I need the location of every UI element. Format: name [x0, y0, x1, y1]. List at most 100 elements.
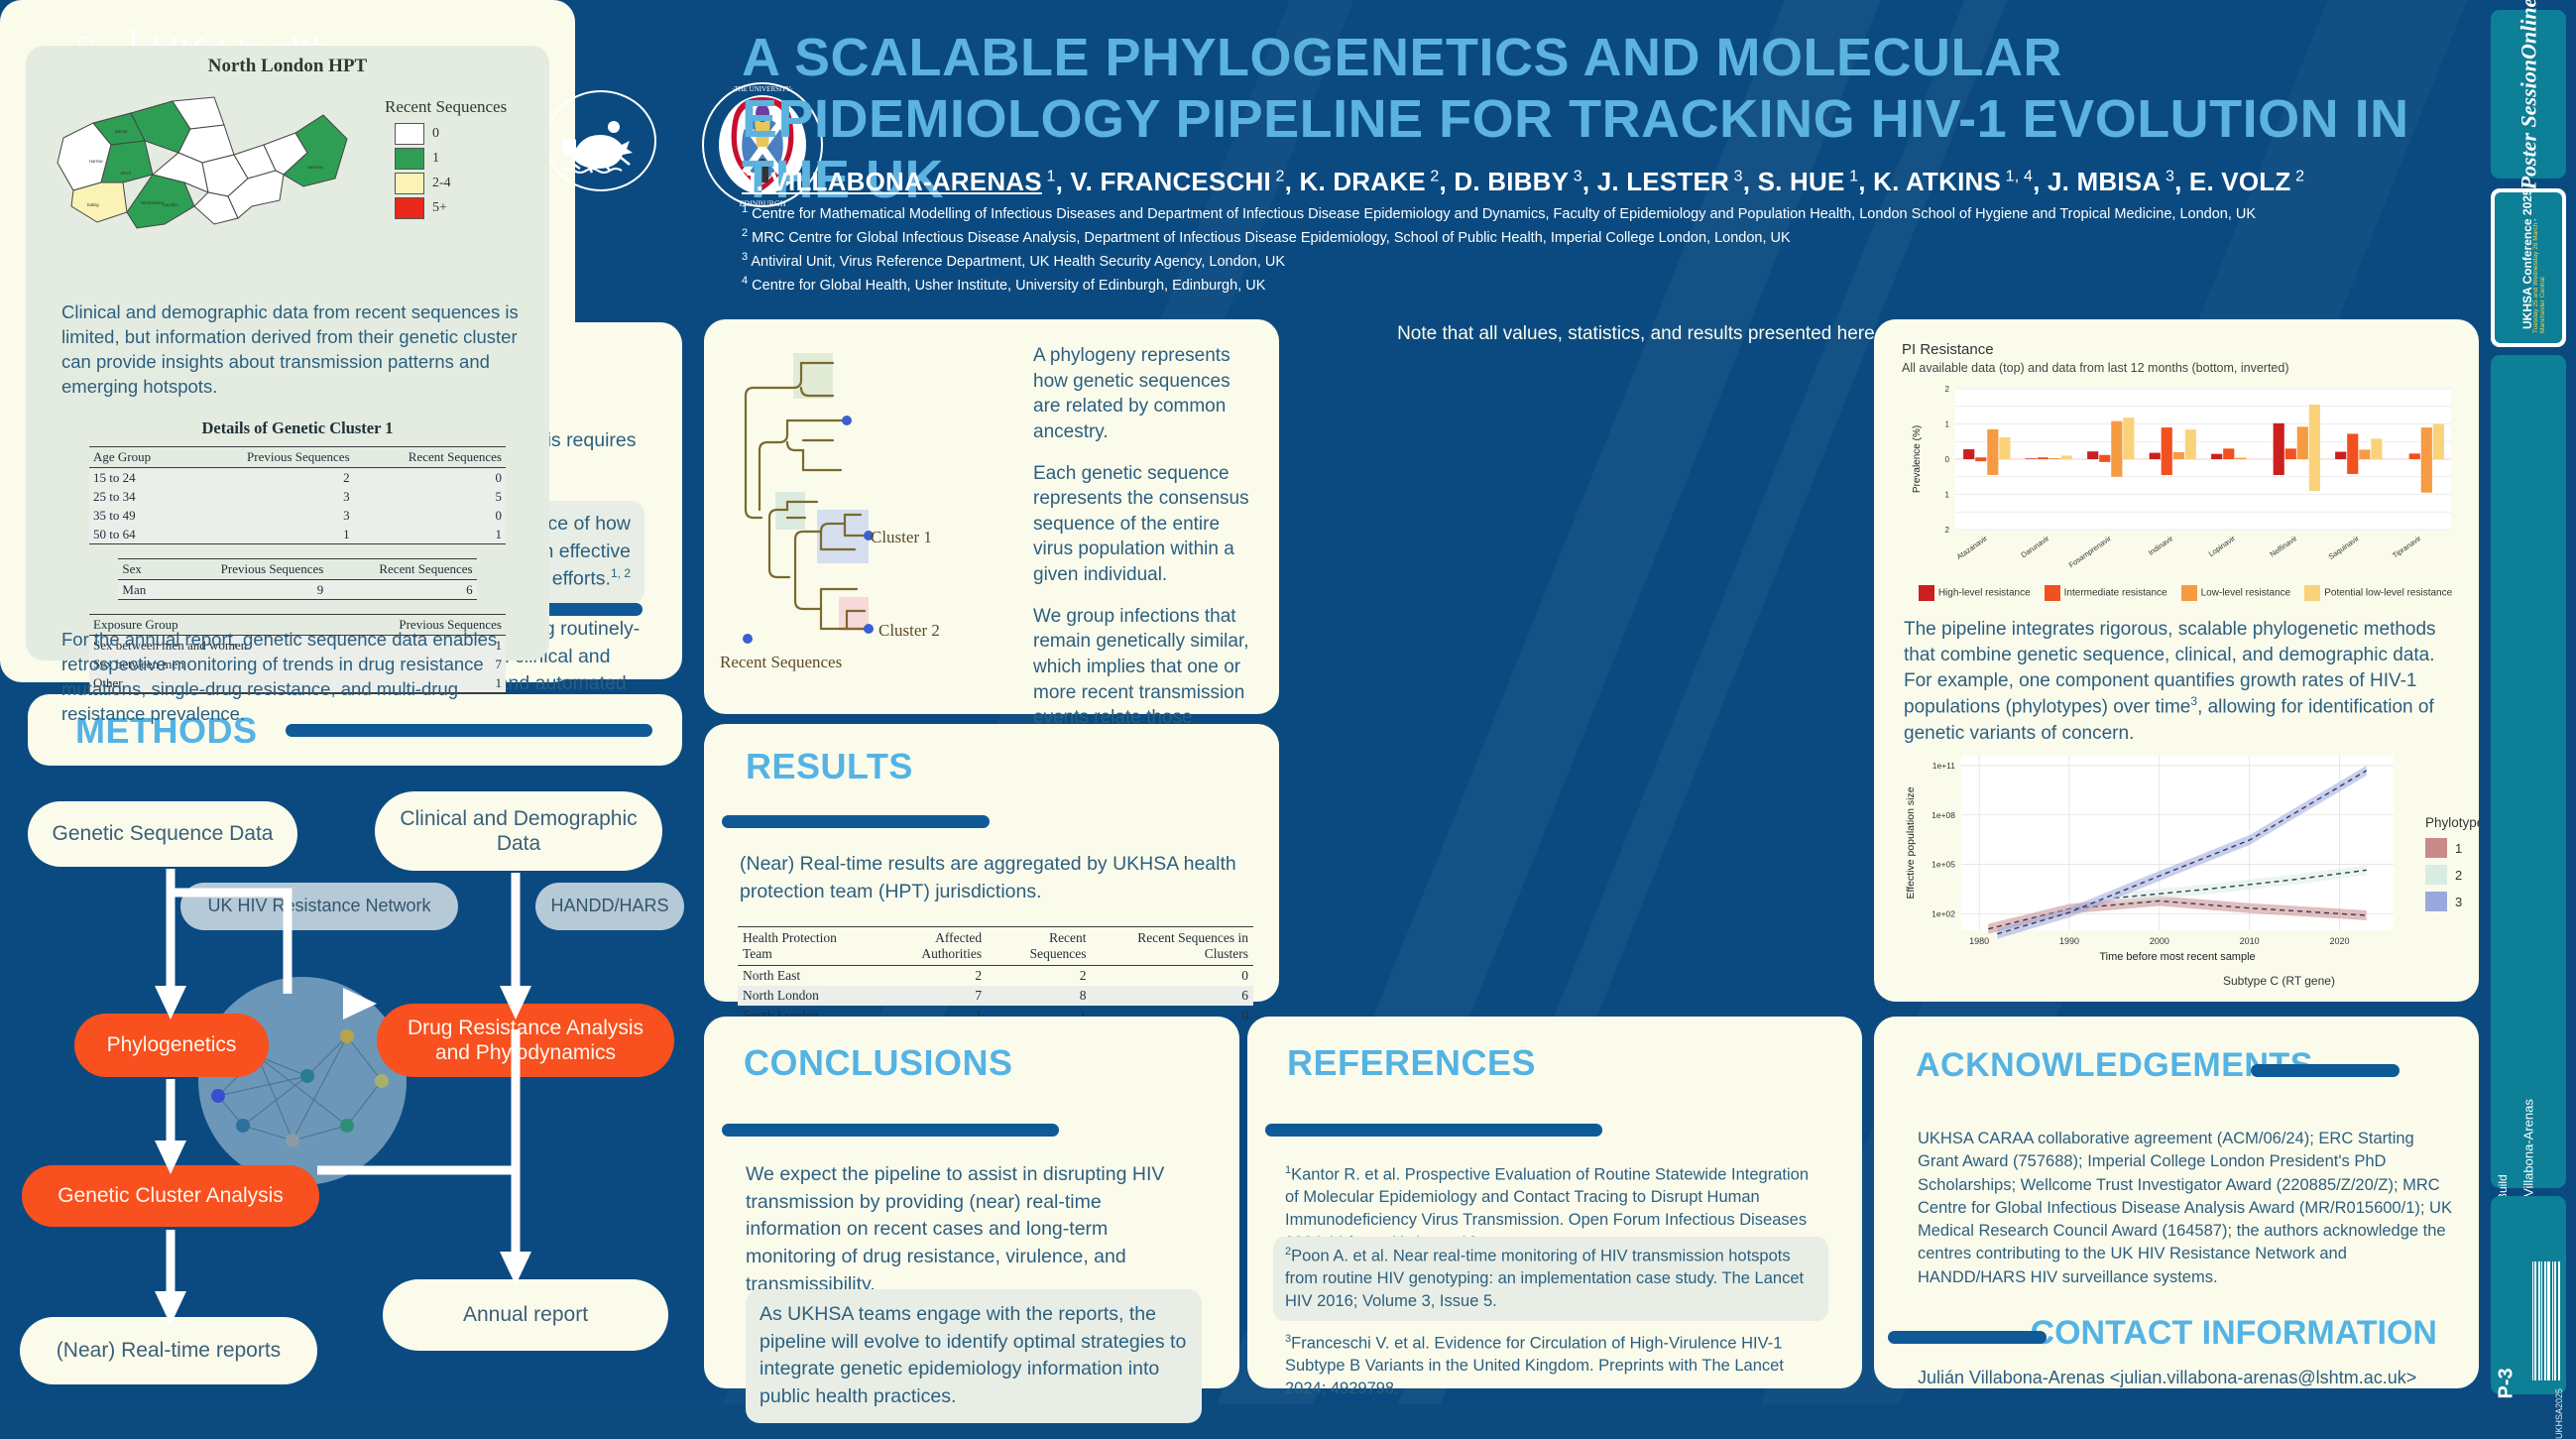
- svg-text:Fosamprenavir: Fosamprenavir: [2067, 534, 2114, 569]
- svg-text:1e+11: 1e+11: [1932, 761, 1956, 771]
- flow-node-handd-hars[interactable]: HANDD/HARS: [535, 883, 684, 930]
- flow-node-annual-report[interactable]: Annual report: [383, 1279, 668, 1351]
- legend-label: 1: [432, 151, 439, 166]
- table-cell: 2: [1079, 968, 1087, 983]
- flow-node-uk-hiv-resistance-network[interactable]: UK HIV Resistance Network: [180, 883, 458, 930]
- svg-text:2: 2: [1945, 526, 1950, 535]
- column-header: Previous Sequences: [399, 617, 502, 632]
- column-header: Age Group: [93, 449, 152, 464]
- column-header: Previous Sequences: [247, 449, 350, 464]
- table-cell: Sex between men: [93, 656, 184, 671]
- acknowledgements-rule: [2251, 1064, 2400, 1077]
- svg-text:Camden: Camden: [163, 202, 178, 207]
- legend-item: Low-level resistance: [2180, 585, 2290, 601]
- author-list: J. VILLABONA-ARENAS 1, V. FRANCESCHI 2, …: [742, 167, 2305, 196]
- legend-label: 5+: [432, 200, 447, 215]
- legend-label: Intermediate resistance: [2063, 587, 2167, 599]
- legend-swatch: [2425, 892, 2447, 911]
- table-cell: 35 to 49: [93, 507, 136, 523]
- flow-node-clinical-demographic-data[interactable]: Clinical and Demographic Data: [375, 791, 662, 871]
- author-name: V. FRANCESCHI: [1070, 167, 1271, 196]
- svg-text:Saquinavir: Saquinavir: [2327, 534, 2362, 561]
- author-affiliation-marker: 3: [1569, 168, 1582, 185]
- pipeline-description-text: The pipeline integrates rigorous, scalab…: [1904, 619, 2436, 718]
- legend-label: 3: [2455, 894, 2463, 909]
- barcode-label: UKHSA2025: [2554, 1388, 2564, 1439]
- column-header: Recent Sequences: [379, 561, 473, 576]
- flow-node-genetic-sequence-data[interactable]: Genetic Sequence Data: [28, 801, 297, 867]
- conference-badge: UKHSA Conference 2025 Tuesday 25 and Wed…: [2491, 188, 2566, 347]
- svg-text:Time before most recent sample: Time before most recent sample: [2099, 951, 2255, 963]
- methods-section-header: METHODS: [28, 694, 682, 766]
- barcode-line: [2547, 1261, 2550, 1380]
- poster-number-panel: P-3 UKHSA2025: [2491, 1196, 2566, 1439]
- sidebar-build-label: Build: [2496, 1174, 2510, 1201]
- svg-text:1e+02: 1e+02: [1932, 908, 1955, 918]
- pi-resistance-title: PI Resistance: [1902, 341, 1994, 358]
- barcode-line: [2534, 1261, 2536, 1380]
- map-note-text: Clinical and demographic data from recen…: [61, 301, 519, 398]
- author-affiliation-marker: 2: [2290, 168, 2305, 185]
- legend-item: 5+: [395, 197, 451, 219]
- affiliation-line: 3 Antiviral Unit, Virus Reference Depart…: [742, 250, 1285, 270]
- legend-item: 1: [2425, 838, 2484, 858]
- legend-label: High-level resistance: [1937, 587, 2031, 599]
- svg-text:Prevalence (%): Prevalence (%): [1912, 425, 1923, 493]
- tree-label-recent-sequences: Recent Sequences: [720, 653, 843, 671]
- table-cell: 1: [495, 526, 503, 541]
- affiliation-line: 1 Centre for Mathematical Modelling of I…: [742, 203, 2257, 222]
- column-header: Recent Sequences: [408, 449, 502, 464]
- flow-node-drug-resistance[interactable]: Drug Resistance Analysis and Phylodynami…: [377, 1004, 674, 1077]
- svg-text:2: 2: [1945, 385, 1950, 394]
- conclusions-rule: [722, 1124, 1059, 1137]
- edinburgh-logo: ·THE UNIVERSITY· EDINBURGH: [699, 79, 826, 215]
- svg-text:Lopinavir: Lopinavir: [2207, 534, 2238, 558]
- barcode-line: [2541, 1261, 2542, 1380]
- affiliation-list: 1 Centre for Mathematical Modelling of I…: [742, 201, 2467, 296]
- tree-label-cluster-1: Cluster 1: [871, 528, 932, 546]
- flow-node-genetic-cluster-analysis[interactable]: Genetic Cluster Analysis: [22, 1165, 319, 1227]
- barcode-icon: [2532, 1261, 2560, 1380]
- results-intro-text: (Near) Real-time results are aggregated …: [740, 853, 1236, 902]
- barcode-line: [2532, 1261, 2533, 1380]
- legend-swatch: [2425, 838, 2447, 858]
- conference-sidebar: Poster SessionOnline UKHSA Conference 20…: [2479, 0, 2576, 1439]
- map-legend-title: Recent Sequences: [385, 97, 508, 116]
- svg-text:2010: 2010: [2240, 936, 2260, 946]
- subtype-caption: Subtype C (RT gene): [2223, 974, 2335, 988]
- legend-label: 0: [432, 126, 439, 141]
- legend-label: 2-4: [432, 176, 451, 190]
- map-and-cluster-panel: North London HPT Barnet: [0, 0, 575, 724]
- legend-swatch: [395, 123, 424, 145]
- flow-node-phylogenetics[interactable]: Phylogenetics: [74, 1014, 269, 1077]
- references-heading: REFERENCES: [1287, 1042, 1537, 1083]
- poster-number: P-3: [2495, 1368, 2517, 1399]
- references-section: REFERENCES 1Kantor R. et al. Prospective…: [1247, 1017, 1862, 1397]
- barcode-line: [2552, 1261, 2553, 1380]
- column-header: Sex: [122, 561, 142, 576]
- legend-item: High-level resistance: [1918, 585, 2031, 601]
- table-cell: 1: [495, 674, 503, 690]
- pi-resistance-legend: High-level resistance Intermediate resist…: [1908, 585, 2463, 601]
- svg-text:1980: 1980: [1969, 936, 1989, 946]
- table-cell: 15 to 24: [93, 469, 136, 485]
- flow-node-realtime-reports[interactable]: (Near) Real-time reports: [20, 1317, 317, 1384]
- svg-text:1: 1: [1945, 491, 1950, 500]
- legend-item: 1: [395, 148, 451, 170]
- contact-text: Julián Villabona-Arenas <julian.villabon…: [1918, 1368, 2417, 1387]
- barcode-line: [2558, 1261, 2560, 1380]
- affiliation-line: 2 MRC Centre for Global Infectious Disea…: [742, 226, 1791, 246]
- poster-session-online-logo[interactable]: Poster SessionOnline: [2491, 0, 2566, 190]
- legend-item: Potential low-level resistance: [2304, 585, 2452, 601]
- svg-text:·THE UNIVERSITY·: ·THE UNIVERSITY·: [732, 85, 793, 93]
- table-cell: 6: [1241, 988, 1248, 1003]
- author-name: K. DRAKE: [1299, 167, 1426, 196]
